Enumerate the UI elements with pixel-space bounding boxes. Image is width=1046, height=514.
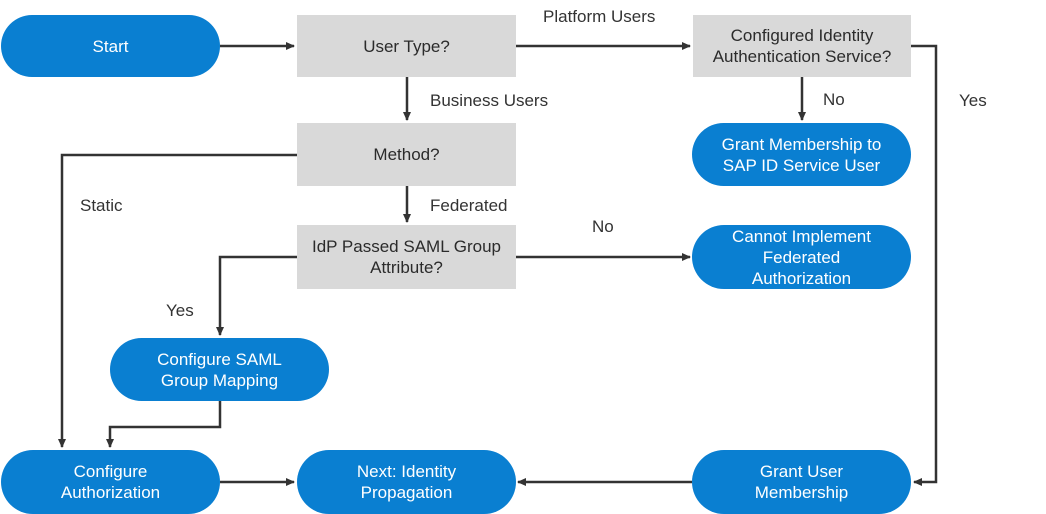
grant-user-membership-node: Grant User Membership (692, 450, 911, 514)
next-identity-node: Next: Identity Propagation (297, 450, 516, 514)
configure-saml-node: Configure SAML Group Mapping (110, 338, 329, 401)
label-no-ias: No (823, 90, 845, 109)
arrow-method-to-configure-authorization (58, 153, 297, 448)
grant-membership-sap-node: Grant Membership to SAP ID Service User (692, 123, 911, 186)
arrow-configure-saml-to-configure-authorization (106, 401, 222, 448)
arrow-idp-to-configure-saml (216, 255, 297, 336)
user-type-decision: User Type? (297, 15, 516, 77)
arrow-ias-to-grant-user (911, 44, 938, 486)
idp-saml-decision: IdP Passed SAML Group Attribute? (297, 225, 516, 289)
label-business-users: Business Users (430, 91, 549, 110)
start-node: Start (1, 15, 220, 77)
method-decision: Method? (297, 123, 516, 186)
cannot-implement-node: Cannot Implement Federated Authorization (692, 225, 911, 289)
label-federated: Federated (430, 196, 508, 215)
configured-ias-decision: Configured Identity Authentication Servi… (693, 15, 911, 77)
label-platform-users: Platform Users (543, 7, 656, 26)
label-no-saml: No (592, 217, 614, 236)
label-yes-saml: Yes (166, 301, 194, 320)
label-yes-ias: Yes (959, 91, 987, 110)
configure-authorization-node: Configure Authorization (1, 450, 220, 514)
label-static: Static (80, 196, 123, 215)
